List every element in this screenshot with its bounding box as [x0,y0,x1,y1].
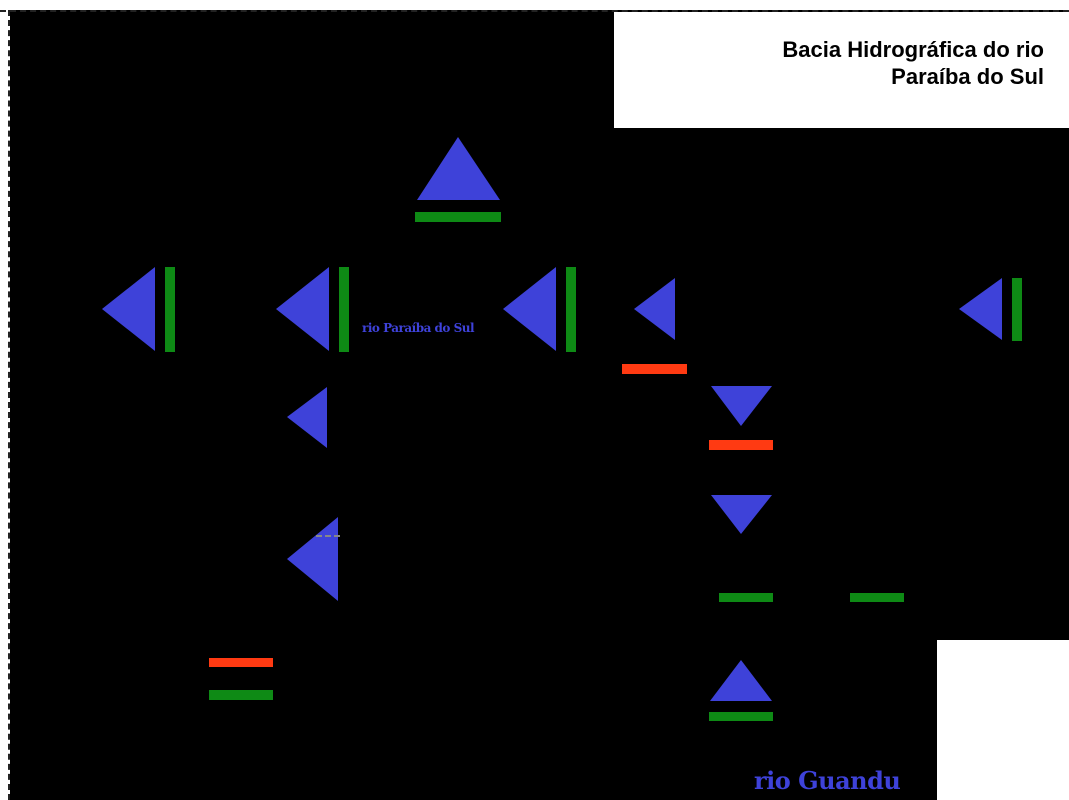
triangle-down-marker [711,495,772,534]
green-bar [339,267,349,352]
red-bar [622,364,687,374]
title-line-1: Bacia Hidrográfica do rio [782,37,1044,62]
triangle-up-marker [710,660,772,701]
green-bar [566,267,576,352]
title-box: Bacia Hidrográfica do rio Paraíba do Sul [614,12,1069,128]
label-rio-guandu: rio Guandu [754,766,901,795]
triangle-left-marker [287,387,327,448]
left-dashed-border [8,10,10,800]
green-bar [209,690,273,700]
green-bar [1012,278,1022,341]
red-bar [709,440,773,450]
triangle-left-marker [102,267,155,351]
top-dashed-border [0,10,1069,12]
triangle-left-marker [634,278,675,340]
green-bar [709,712,773,721]
corner-blank-box [937,640,1069,800]
diagram-title: Bacia Hidrográfica do rio Paraíba do Sul [782,36,1044,90]
title-line-2: Paraíba do Sul [891,64,1044,89]
triangle-left-marker [503,267,556,351]
red-bar [209,658,273,667]
green-bar [719,593,773,602]
triangle-left-marker [276,267,329,351]
green-bar [165,267,175,352]
small-dashed-line [316,535,340,537]
triangle-up-marker [417,137,500,200]
triangle-left-marker [959,278,1002,340]
label-rio-paraiba-do-sul: rio Paraíba do Sul [362,321,475,335]
green-bar [850,593,904,602]
green-bar [415,212,501,222]
diagram-background [10,10,1069,800]
triangle-down-marker [711,386,772,426]
triangle-left-marker [287,517,338,601]
